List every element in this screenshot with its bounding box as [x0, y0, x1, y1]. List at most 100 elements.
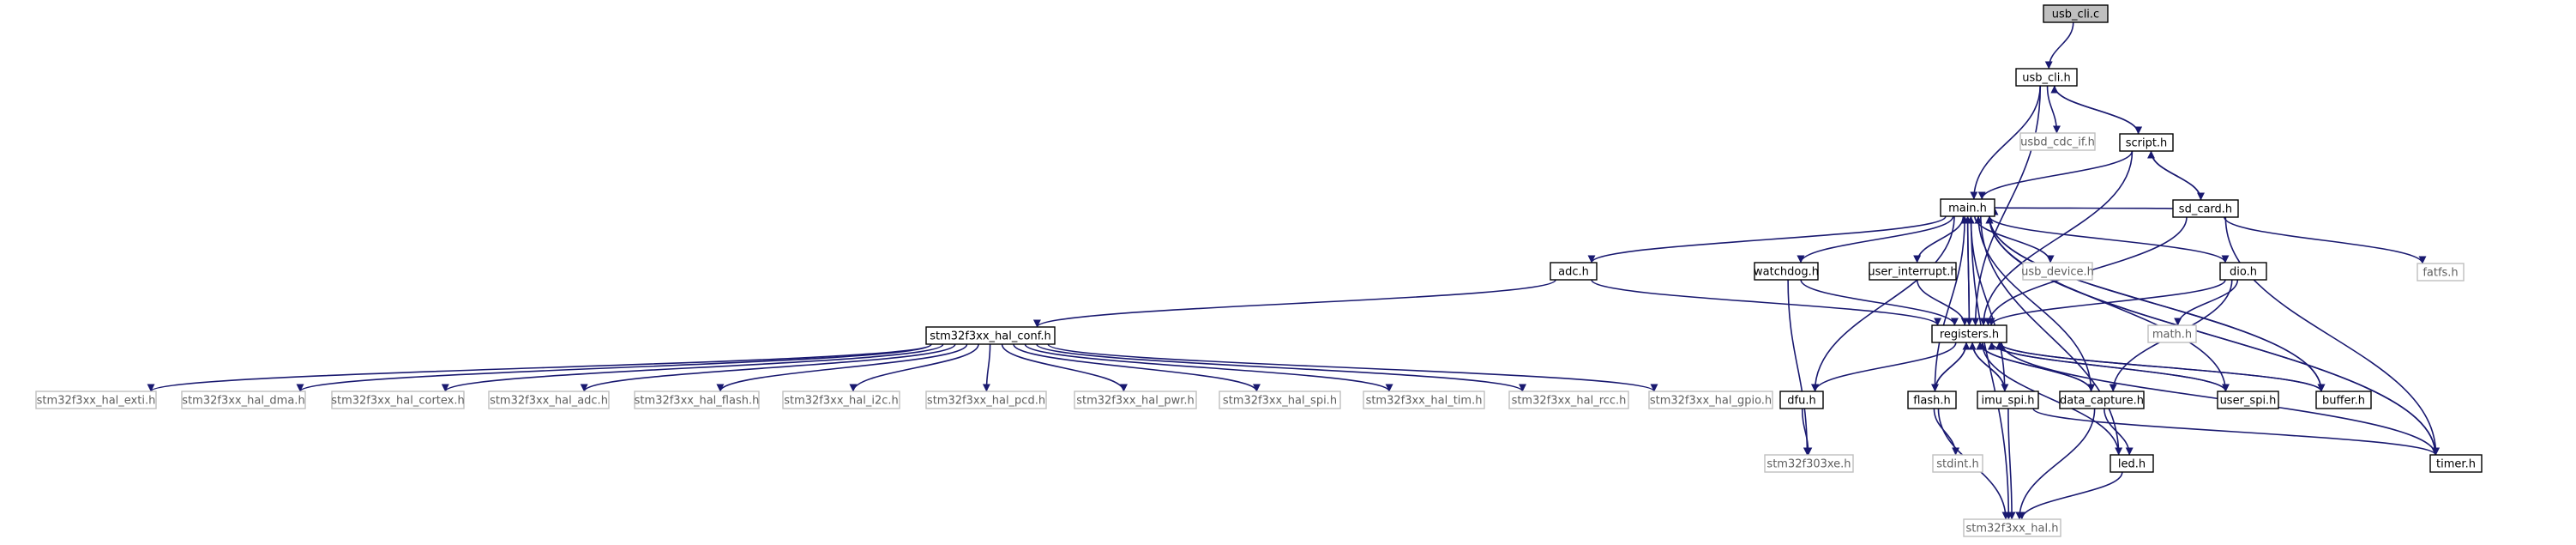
node-buffer_h[interactable]: buffer.h	[2315, 391, 2372, 409]
node-label: led.h	[2118, 458, 2146, 471]
file-nodes: usb_cli.c usb_cli.h usbd_cdc_if.h script.h s…	[35, 4, 2483, 537]
include-arrow	[1047, 343, 1658, 392]
include-edge-hal_conf_h-to-hal_flash	[716, 343, 968, 392]
include-edge-user_spi_h-to-main_h	[1985, 215, 2227, 392]
node-label: stm32f3xx_hal_tim.h	[1366, 395, 1483, 408]
node-label: dio.h	[2230, 266, 2257, 279]
node-box	[1963, 518, 2061, 537]
node-usb_cli_h[interactable]: usb_cli.h	[2015, 68, 2078, 87]
include-edge-led_h-to-registers_h	[1978, 342, 2120, 456]
node-box	[2022, 262, 2093, 281]
include-edge-flash_h-to-main_h	[1934, 215, 1969, 392]
include-edge-dfu_h-to-stm32f303xe_h	[1801, 408, 1813, 456]
node-box	[2217, 391, 2279, 409]
node-label: stdint.h	[1936, 458, 1978, 471]
include-arrow	[1971, 85, 2042, 326]
include-edge-sd_card_h-to-fatfs_h	[2224, 216, 2427, 264]
node-box	[1932, 454, 1983, 473]
include-arrow	[2007, 408, 2016, 520]
node-fatfs_h: fatfs.h	[2417, 263, 2465, 282]
include-arrow	[2224, 216, 2441, 456]
include-edge-main_h-to-led_h	[1980, 215, 2123, 456]
include-arrow	[2104, 408, 2134, 456]
node-label: stm32f3xx_hal_pcd.h	[927, 395, 1045, 408]
node-dfu_h[interactable]: dfu.h	[1779, 391, 1824, 409]
node-hal_dma: stm32f3xx_hal_dma.h	[181, 391, 306, 409]
include-edge-hal_conf_h-to-hal_pcd	[982, 343, 991, 392]
node-timer_h[interactable]: timer.h	[2429, 454, 2483, 473]
node-imu_spi_h[interactable]: imu_spi.h	[1977, 391, 2039, 409]
include-edge-watchdog_h-to-registers_h	[1800, 279, 1959, 326]
node-box	[2015, 68, 2078, 87]
include-edge-script_h-to-registers_h	[1979, 150, 2134, 326]
node-adc_h[interactable]: adc.h	[1550, 262, 1598, 281]
include-edge-adc_h-to-hal_conf_h	[1033, 279, 1556, 328]
node-box	[1363, 391, 1485, 409]
node-hal_spi: stm32f3xx_hal_spi.h	[1219, 391, 1341, 409]
include-edge-hal_conf_h-to-hal_i2c	[849, 343, 979, 392]
node-box	[35, 391, 157, 409]
node-label: flash.h	[1913, 395, 1951, 408]
include-arrow	[2050, 85, 2140, 135]
node-box	[2172, 199, 2239, 218]
node-sd_card_h[interactable]: sd_card.h	[2172, 199, 2239, 218]
node-stm32f303xe_h: stm32f303xe.h	[1764, 454, 1854, 473]
include-edge-usb_cli_c-to-usb_cli_h	[2044, 21, 2074, 70]
node-flash_h[interactable]: flash.h	[1907, 391, 1957, 409]
node-data_capture_h[interactable]: data_capture.h	[2059, 391, 2145, 409]
include-arrow	[1934, 342, 1971, 392]
node-label: stm32f3xx_hal_adc.h	[490, 395, 608, 408]
include-arrow	[441, 343, 944, 392]
node-box	[181, 391, 306, 409]
node-label: stm32f3xx_hal_cortex.h	[331, 395, 465, 408]
node-box	[2429, 454, 2483, 473]
node-box	[2219, 262, 2267, 281]
node-led_h[interactable]: led.h	[2110, 454, 2154, 473]
node-box	[1907, 391, 1957, 409]
include-edge-usb_cli_h-to-registers_h	[1971, 85, 2042, 326]
node-user_interrupt_h[interactable]: user_interrupt.h	[1868, 262, 1958, 281]
include-arrow	[2046, 85, 2061, 134]
node-label: adc.h	[1558, 266, 1589, 279]
node-label: watchdog.h	[1754, 266, 1819, 279]
include-arrow	[1916, 279, 1969, 326]
include-edge-data_capture_h-to-led_h	[2104, 408, 2134, 456]
node-box	[2417, 263, 2465, 282]
include-arrow	[2015, 408, 2096, 520]
include-edge-adc_h-to-registers_h	[1591, 279, 1941, 326]
node-hal_i2c: stm32f3xx_hal_i2c.h	[782, 391, 900, 409]
node-usbd_cdc_if: usbd_cdc_if.h	[2019, 132, 2096, 151]
include-arrow	[2032, 408, 2440, 456]
node-dio_h[interactable]: dio.h	[2219, 262, 2267, 281]
node-box	[2019, 132, 2096, 151]
include-edge-flash_h-to-stdint_h	[1933, 408, 1960, 456]
include-edge-timer_h-to-main_h	[1985, 215, 2436, 456]
include-arrow	[1976, 342, 2092, 392]
node-label: stm32f303xe.h	[1766, 458, 1851, 471]
include-edge-hal_conf_h-to-hal_cortex	[441, 343, 944, 392]
node-user_spi_h[interactable]: user_spi.h	[2217, 391, 2279, 409]
node-box	[2043, 4, 2109, 23]
node-box	[2059, 391, 2145, 409]
include-edge-data_capture_h-to-stm32f3xx_hal_h	[2015, 408, 2096, 520]
node-label: user_interrupt.h	[1868, 266, 1957, 279]
include-edge-main_h-to-adc_h	[1587, 215, 1947, 263]
include-arrow	[1801, 408, 1813, 456]
node-registers_h[interactable]: registers.h	[1931, 324, 2007, 343]
node-script_h[interactable]: script.h	[2119, 133, 2174, 152]
node-box	[2119, 133, 2174, 152]
node-watchdog_h[interactable]: watchdog.h	[1754, 262, 1819, 281]
node-box	[1764, 454, 1854, 473]
include-arrow	[1934, 215, 1969, 392]
include-edge-flash_h-to-registers_h	[1934, 342, 1971, 392]
include-arrow	[1001, 343, 1128, 392]
include-arrow	[1591, 279, 1941, 326]
include-arrow	[2224, 216, 2427, 264]
node-main_h[interactable]: main.h	[1940, 198, 1995, 217]
node-box	[925, 391, 1047, 409]
node-label: main.h	[1948, 203, 1987, 215]
node-usb_cli_c[interactable]: usb_cli.c	[2043, 4, 2109, 23]
node-label: stm32f3xx_hal_spi.h	[1223, 395, 1337, 408]
node-hal_conf_h[interactable]: stm32f3xx_hal_conf.h	[925, 326, 1056, 345]
node-box	[2315, 391, 2372, 409]
